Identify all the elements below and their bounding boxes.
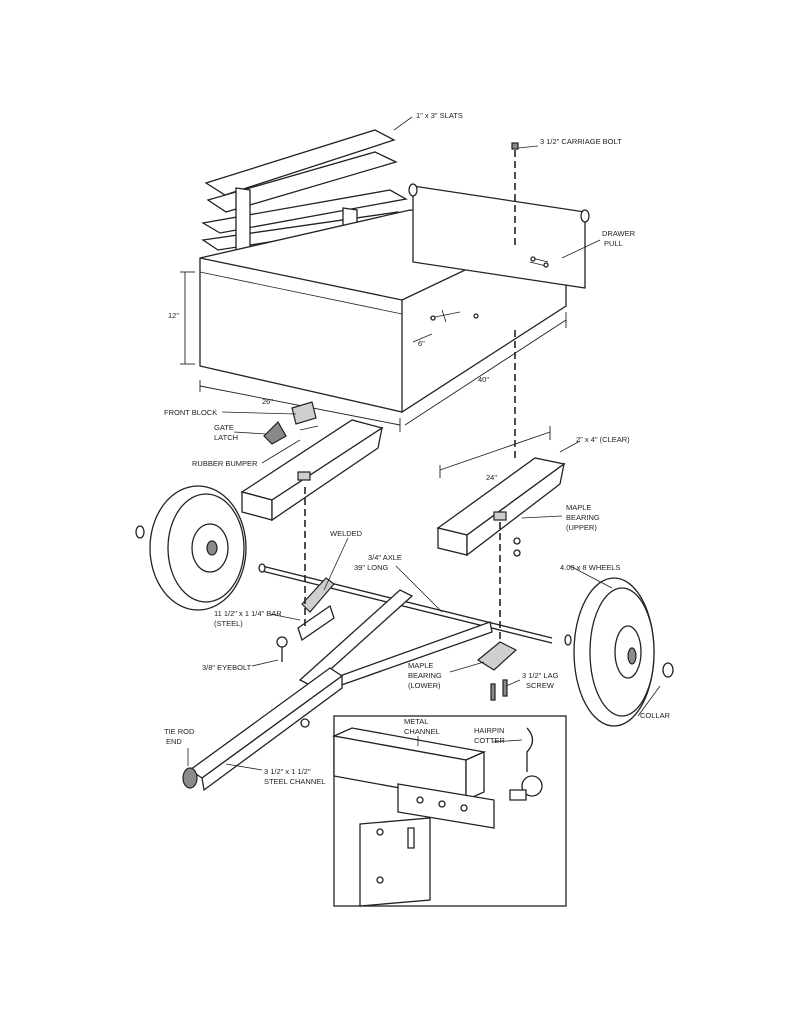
callout-labels: 1" x 3" SLATS 3 1/2" CARRIAGE BOLT DRAWE… xyxy=(164,111,671,786)
label-dim-24: 24" xyxy=(486,473,497,482)
label-maple-lower-3: (LOWER) xyxy=(408,681,441,690)
label-dim-26: 26" xyxy=(262,397,273,406)
wagon-box xyxy=(199,129,590,413)
label-bar-1: 11 1/2" x 1 1/4" BAR xyxy=(214,609,282,618)
label-hairpin-2: COTTER xyxy=(474,736,505,745)
label-carriage-bolt: 3 1/2" CARRIAGE BOLT xyxy=(540,137,622,146)
label-maple-lower-2: BEARING xyxy=(408,671,442,680)
left-wheel xyxy=(135,485,247,611)
label-dim-6: 6" xyxy=(418,339,425,348)
chassis xyxy=(182,330,553,792)
label-hairpin-1: HAIRPIN xyxy=(474,726,504,735)
label-tie-rod-1: TIE ROD xyxy=(164,727,195,736)
label-front-block: FRONT BLOCK xyxy=(164,408,217,417)
label-channel-2: STEEL CHANNEL xyxy=(264,777,325,786)
right-wheel xyxy=(564,577,674,727)
label-tie-rod-2: END xyxy=(166,737,182,746)
label-channel-1: 3 1/2" x 1 1/2" xyxy=(264,767,311,776)
label-rubber-bumper: RUBBER BUMPER xyxy=(192,459,258,468)
label-lag-1: 3 1/2" LAG xyxy=(522,671,559,680)
label-wheels: 4.00 x 8 WHEELS xyxy=(560,563,620,572)
leader-lines xyxy=(187,116,661,771)
label-maple-lower-1: MAPLE xyxy=(408,661,433,670)
inset-detail xyxy=(331,715,567,907)
label-bar-2: (STEEL) xyxy=(214,619,243,628)
label-eyebolt: 3/8" EYEBOLT xyxy=(202,663,252,672)
label-maple-upper-1: MAPLE xyxy=(566,503,591,512)
label-lag-2: SCREW xyxy=(526,681,555,690)
label-collar: COLLAR xyxy=(640,711,671,720)
label-slats: 1" x 3" SLATS xyxy=(416,111,463,120)
label-maple-upper-3: (UPPER) xyxy=(566,523,597,532)
label-dim-40: 40" xyxy=(478,375,489,384)
label-axle-2: 39" LONG xyxy=(354,563,389,572)
label-axle-1: 3/4" AXLE xyxy=(368,553,402,562)
label-gate-latch-1: GATE xyxy=(214,423,234,432)
label-clear-2x4: 2" x 4" (CLEAR) xyxy=(576,435,630,444)
label-metal-channel-2: CHANNEL xyxy=(404,727,440,736)
upper-bearings xyxy=(240,401,566,557)
label-maple-upper-2: BEARING xyxy=(566,513,600,522)
label-welded: WELDED xyxy=(330,529,363,538)
label-metal-channel-1: METAL xyxy=(404,717,428,726)
label-drawer-pull-1: DRAWER xyxy=(602,229,636,238)
label-gate-latch-2: LATCH xyxy=(214,433,238,442)
label-drawer-pull-2: PULL xyxy=(604,239,623,248)
label-dim-12: 12" xyxy=(168,311,179,320)
